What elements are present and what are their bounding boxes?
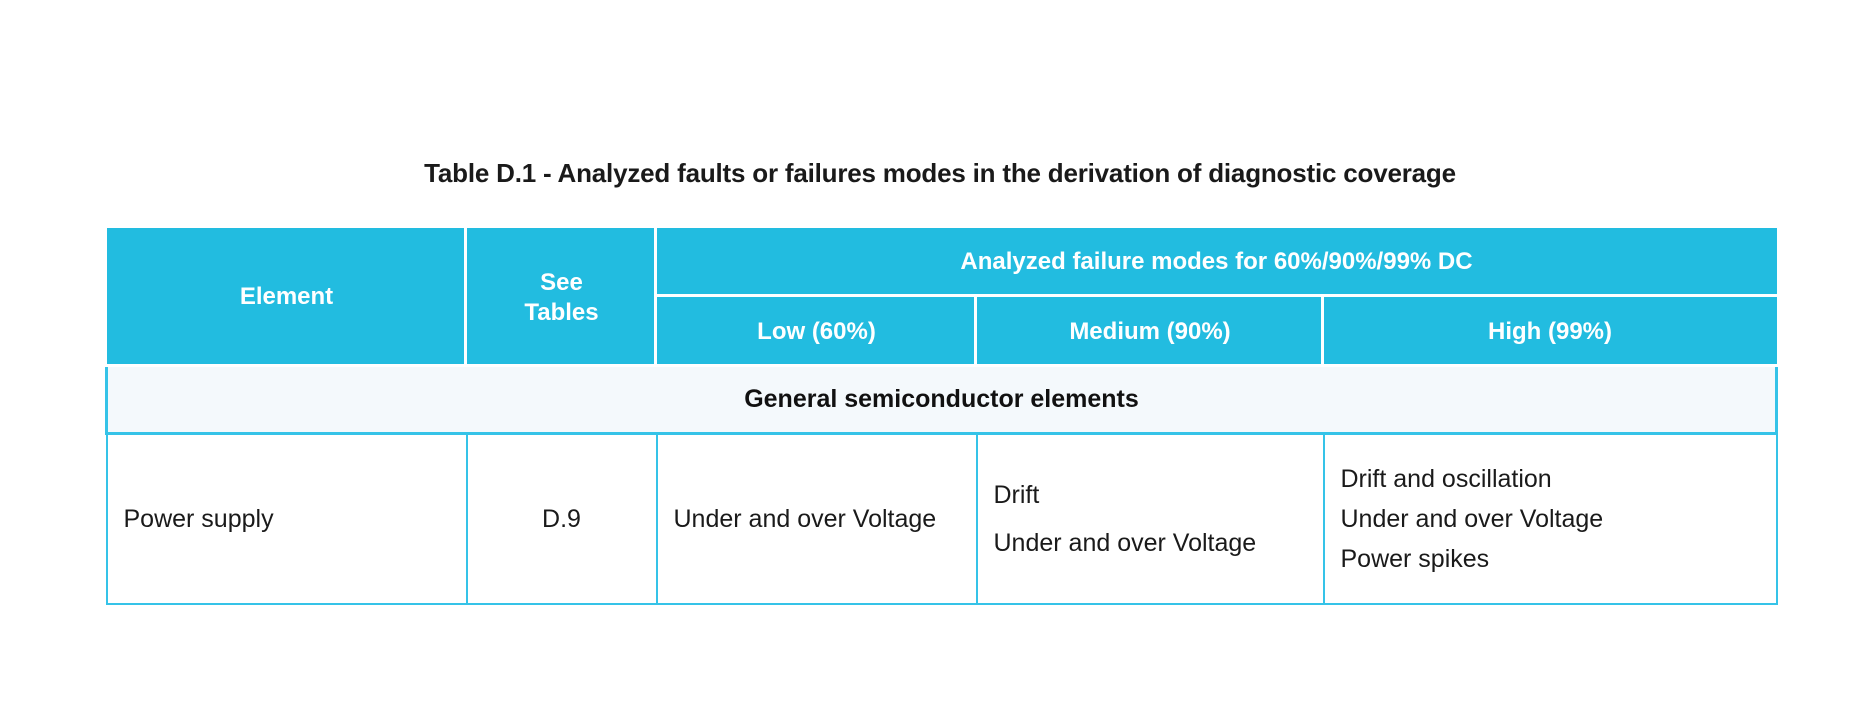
medium-failure-mode-list: Drift Under and over Voltage [994,479,1309,559]
see-tables-line-2: Tables [524,298,599,326]
list-item: Power spikes [1340,545,1490,573]
list-item: Under and over Voltage [1340,505,1604,533]
table-header: Element See Tables Analyzed failure mode… [106,228,1777,367]
fault-modes-table: Element See Tables Analyzed failure mode… [105,228,1778,605]
section-header-row: General semiconductor elements [105,367,1778,435]
cell-high-failure-modes: Drift and oscillation Under and over Vol… [1322,432,1778,605]
column-header-high: High (99%) [1323,297,1777,367]
list-item: Drift [993,481,1040,509]
section-title-general-semiconductor-elements: General semiconductor elements [105,367,1778,435]
header-row-group: Element See Tables Analyzed failure mode… [106,228,1777,367]
table-row: Power supply D.9 Under and over Voltage … [105,432,1778,605]
list-item: Under and over Voltage [673,505,937,533]
cell-medium-failure-modes: Drift Under and over Voltage [975,432,1325,605]
cell-see-tables-reference: D.9 [465,432,658,605]
header-row-sub: Low (60%) Medium (90%) High (99%) [107,297,1777,367]
list-item: Drift and oscillation [1340,465,1552,493]
table-container: Element See Tables Analyzed failure mode… [105,228,1778,605]
column-header-see-tables: See Tables [466,228,657,367]
low-failure-mode-list: Under and over Voltage [674,503,962,535]
cell-element-power-supply: Power supply [105,432,468,605]
column-header-medium: Medium (90%) [976,297,1324,367]
see-tables-line-1: See [540,268,583,296]
cell-low-failure-modes: Under and over Voltage [655,432,978,605]
column-header-element: Element [106,228,467,367]
page-title: Table D.1 - Analyzed faults or failures … [424,158,1456,188]
list-item: Under and over Voltage [993,529,1257,557]
table-body: General semiconductor elements Power sup… [105,367,1778,605]
high-failure-mode-list: Drift and oscillation Under and over Vol… [1341,463,1762,575]
column-header-analyzed-failure-modes: Analyzed failure modes for 60%/90%/99% D… [656,228,1777,297]
column-header-low: Low (60%) [656,297,977,367]
